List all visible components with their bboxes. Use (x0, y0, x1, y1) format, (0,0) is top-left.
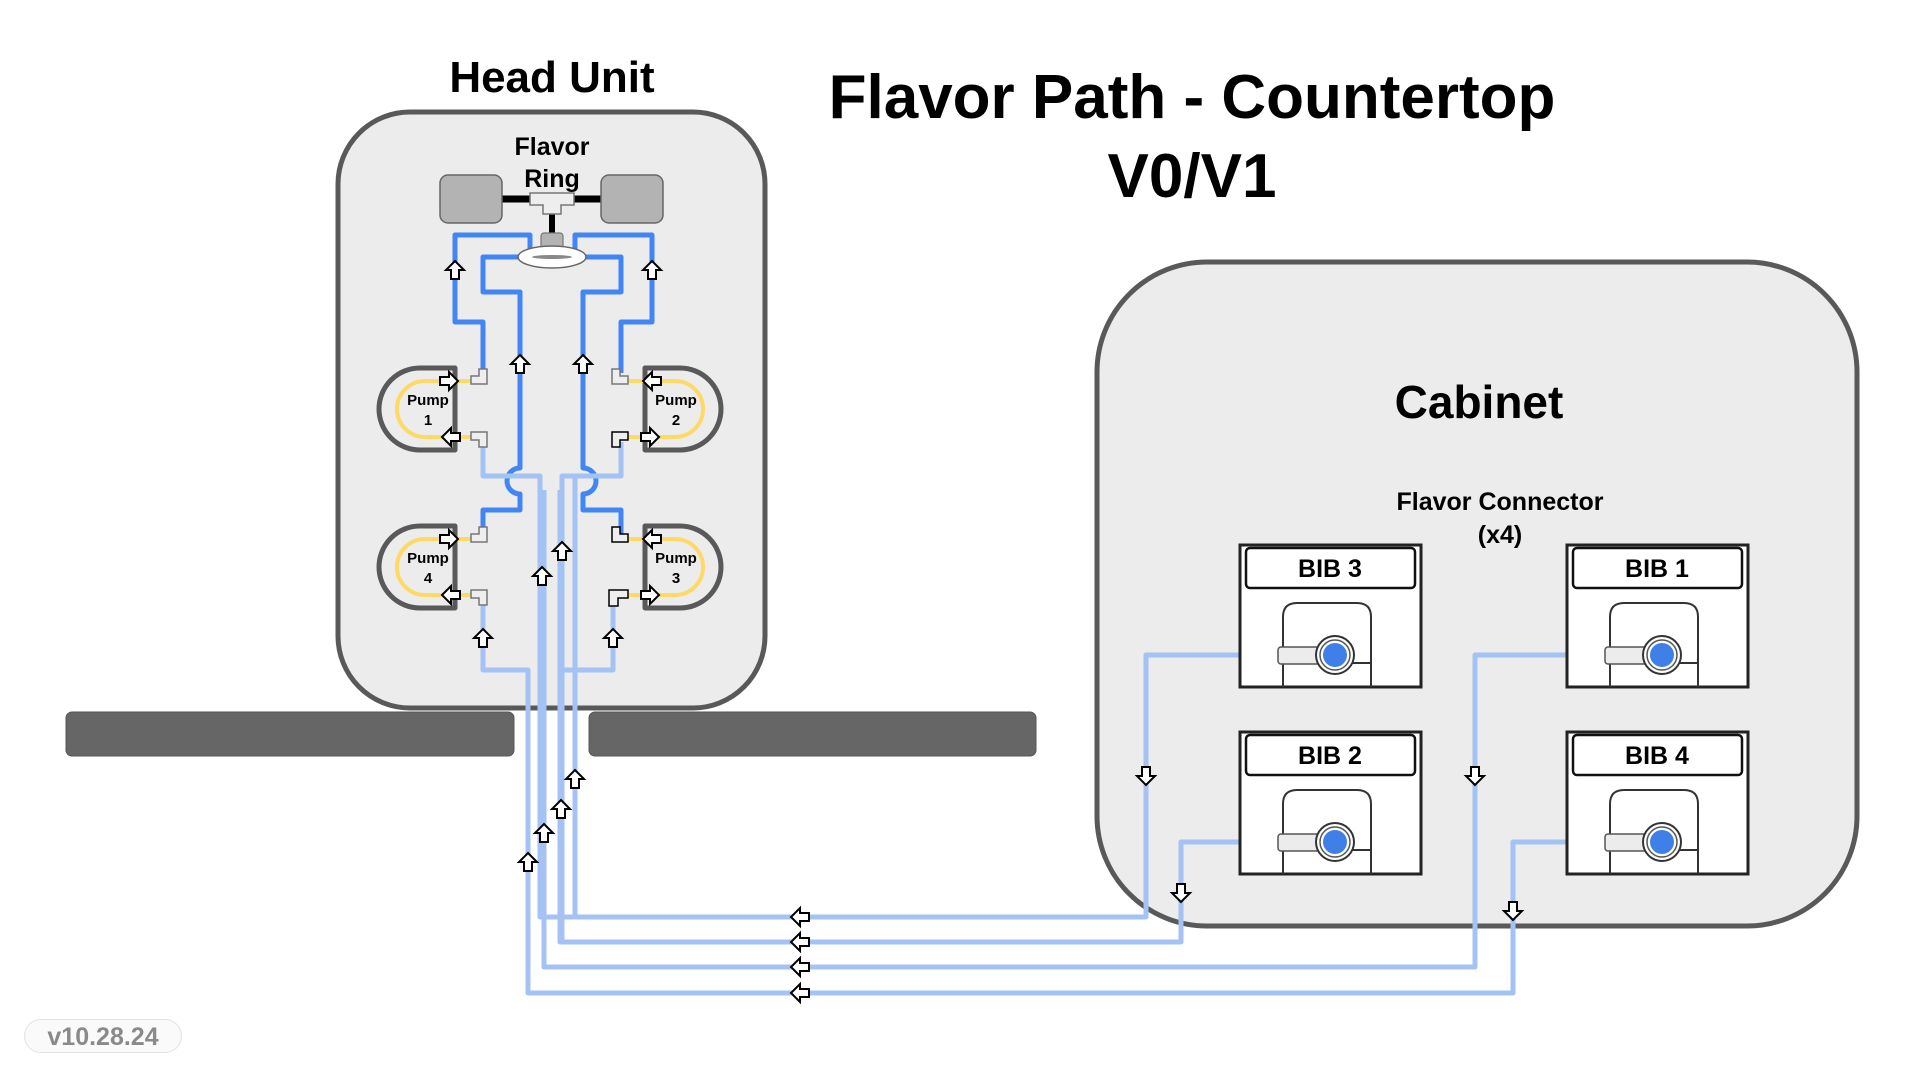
tube-pump3-to-ring (580, 254, 624, 535)
tube-pump3-inlet (560, 602, 616, 673)
elbow-fitting (470, 368, 488, 385)
tube-run-bib1 (541, 490, 1610, 970)
elbow-fitting (470, 589, 488, 606)
elbow-fitting (611, 431, 629, 448)
pump-1-label-line1: Pump (407, 392, 449, 409)
bib-connector-bib-2: BIB 2 (1238, 730, 1423, 876)
diagram-title-line2: V0/V1 (1108, 142, 1277, 211)
elbow-fittings (470, 368, 629, 607)
pump-1: Pump 1 (376, 365, 475, 453)
flow-arrow-left-icon (790, 983, 810, 1003)
flavor-ring-block-left (439, 174, 503, 224)
bib-label: BIB 2 (1298, 742, 1362, 770)
head-unit-label: Head Unit (449, 53, 655, 102)
elbow-fitting (611, 368, 629, 385)
bib-connector-bib-3: BIB 3 (1238, 543, 1423, 689)
bib-connector-port (1323, 830, 1347, 854)
bib-connector-bib-1: BIB 1 (1565, 543, 1750, 689)
flow-arrow-up-icon (518, 852, 538, 872)
bib-label: BIB 1 (1625, 555, 1689, 583)
elbow-fitting (608, 589, 629, 607)
pump-4: Pump 4 (376, 523, 475, 611)
bib-connector-port (1323, 643, 1347, 667)
elbow-fitting (611, 526, 629, 543)
bib-connector-port (1650, 830, 1674, 854)
pump-2-label-line1: Pump (655, 392, 697, 409)
tube-pump1-inlet (480, 442, 575, 920)
flow-arrow-left-icon (790, 957, 810, 977)
flavor-ring-disk-slot (532, 255, 572, 259)
bib-connector-port (1650, 643, 1674, 667)
bib-connector-bib-4: BIB 4 (1565, 730, 1750, 876)
flavor-ring-label-line1: Flavor (514, 133, 589, 161)
elbow-fitting (470, 431, 488, 448)
flavor-connector-label-line2: (x4) (1478, 521, 1522, 549)
pump-2-label-line2: 2 (672, 412, 680, 429)
counter-shelf-left (65, 711, 515, 757)
tube-pump4-to-ring (480, 254, 525, 535)
bib-label: BIB 4 (1625, 742, 1689, 770)
bib-label: BIB 3 (1298, 555, 1362, 583)
flow-arrow-left-icon (790, 907, 810, 927)
pump-4-label-line2: 4 (424, 570, 433, 587)
cabinet-label: Cabinet (1395, 376, 1564, 428)
flavor-connector-label-line1: Flavor Connector (1397, 488, 1604, 516)
flow-arrow-left-icon (790, 932, 810, 952)
flavor-ring-block-right (600, 174, 664, 224)
tube-run-bib4 (525, 670, 1610, 996)
pump-2: Pump 2 (625, 365, 724, 453)
flavor-ring-tee (529, 192, 575, 215)
pump-4-label-line1: Pump (407, 550, 449, 567)
pump-3-label-line1: Pump (655, 550, 697, 567)
diagram-title-line1: Flavor Path - Countertop (829, 63, 1556, 132)
flow-arrow-up-icon (551, 799, 571, 819)
flow-arrow-up-icon (565, 769, 585, 789)
pump-3-label-line2: 3 (672, 570, 680, 587)
pump-1-label-line2: 1 (424, 412, 432, 429)
elbow-fitting (470, 526, 488, 543)
counter-shelf-right (588, 711, 1037, 757)
pump-3: Pump 3 (625, 523, 724, 611)
tube-run-bib2 (557, 490, 1290, 945)
flavor-ring-label-line2: Ring (524, 165, 580, 193)
version-badge: v10.28.24 (24, 1019, 182, 1053)
